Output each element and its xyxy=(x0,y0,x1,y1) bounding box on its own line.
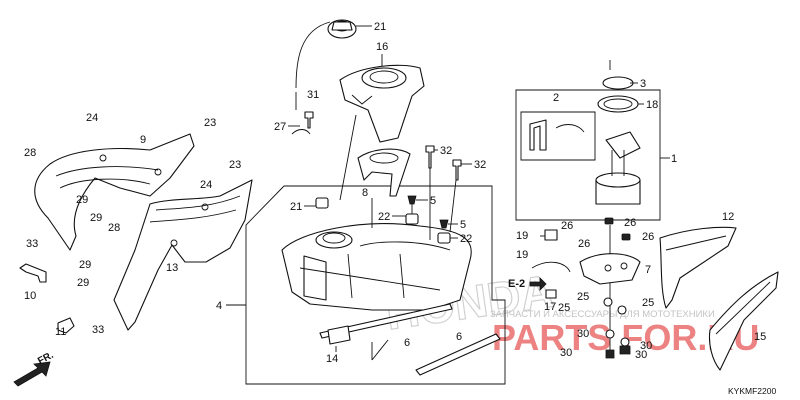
callout-29-c: 29 xyxy=(79,259,91,271)
callout-27: 27 xyxy=(274,121,286,133)
callout-25-c: 25 xyxy=(642,297,654,309)
right-panels xyxy=(659,226,779,371)
callout-1: 1 xyxy=(671,153,677,165)
callout-24-lower: 24 xyxy=(200,179,212,191)
clip xyxy=(57,317,75,334)
fuel-hose xyxy=(531,229,571,299)
callout-22-left: 21 xyxy=(290,201,302,213)
callout-19: 19 xyxy=(516,249,528,261)
tank-bracket xyxy=(357,148,411,197)
callout-33-lower: 33 xyxy=(92,324,104,336)
callout-31: 31 xyxy=(307,89,319,101)
callout-6-upper: 6 xyxy=(404,337,410,349)
fuel-tank xyxy=(281,223,472,311)
callout-30-c: 30 xyxy=(560,347,572,359)
callouts: 21 16 31 27 32 32 8 5 5 21 22 22 4 6 6 1… xyxy=(24,21,766,365)
direction-label: FR. xyxy=(36,350,56,367)
fuel-pump-assembly xyxy=(529,76,641,205)
callout-17: 17 xyxy=(544,301,556,313)
callout-22-mid: 22 xyxy=(378,211,390,223)
callout-30-d: 30 xyxy=(635,349,647,361)
callout-23-upper: 23 xyxy=(204,117,216,129)
callout-26-b: 26 xyxy=(624,217,636,229)
callout-26-a: 26 xyxy=(561,220,573,232)
reference-text: E-2 xyxy=(508,278,525,290)
callout-28-lower: 28 xyxy=(108,222,120,234)
side-cover xyxy=(113,179,253,331)
callout-25-a: 25 xyxy=(577,291,589,303)
fuel-cap-assembly xyxy=(295,19,357,89)
callout-29-a: 29 xyxy=(76,194,88,206)
callout-26-c: 26 xyxy=(578,238,590,250)
callout-11: 11 xyxy=(55,326,66,338)
front-cowl-left xyxy=(34,133,195,251)
direction-indicator: FR. xyxy=(13,350,56,387)
callout-29-b: 29 xyxy=(90,212,102,224)
callout-5-upper: 5 xyxy=(430,195,436,207)
callout-5-lower: 5 xyxy=(460,219,466,231)
callout-9: 9 xyxy=(140,134,146,146)
callout-21: 21 xyxy=(374,21,386,33)
mounts xyxy=(291,111,462,244)
callout-23-lower: 23 xyxy=(229,159,241,171)
callout-3: 3 xyxy=(640,78,646,90)
callout-6-lower: 6 xyxy=(456,331,462,343)
pump-base xyxy=(579,217,641,359)
callout-20: 19 xyxy=(516,230,528,242)
seal-pad xyxy=(327,325,351,345)
callout-15: 15 xyxy=(754,331,766,343)
tank-cover xyxy=(339,64,425,143)
callout-16: 16 xyxy=(376,41,388,53)
assembly-outlines xyxy=(226,89,670,385)
callout-33-upper: 33 xyxy=(26,238,38,250)
callout-26-d: 26 xyxy=(642,231,654,243)
callout-22-right: 22 xyxy=(460,233,472,245)
callout-13: 13 xyxy=(166,262,178,274)
assembly-lines xyxy=(295,60,611,350)
callout-29-d: 29 xyxy=(77,277,89,289)
callout-8: 8 xyxy=(362,187,368,199)
callout-32-upper: 32 xyxy=(440,145,452,157)
callout-12: 12 xyxy=(722,211,734,223)
callout-18: 18 xyxy=(646,99,658,111)
callout-4: 4 xyxy=(216,300,222,312)
callout-10: 10 xyxy=(24,290,36,302)
callout-30-b: 30 xyxy=(640,340,652,352)
reference-label: E-2 xyxy=(508,277,547,291)
callout-2: 2 xyxy=(553,92,559,104)
callout-24-upper: 24 xyxy=(86,112,98,124)
callout-28-upper: 28 xyxy=(24,147,36,159)
callout-25-b: 25 xyxy=(558,302,570,314)
callout-14: 14 xyxy=(326,353,338,365)
callout-30-a: 30 xyxy=(577,328,589,340)
callout-7: 7 xyxy=(645,264,651,276)
diagram-code: KYKMF2200 xyxy=(728,386,776,396)
tank-strips xyxy=(319,303,501,376)
watermark-caption: ЗАПЧАСТИ И АКСЕССУАРЫ ДЛЯ МОТОТЕХНИКИ xyxy=(490,309,715,320)
callout-32-lower: 32 xyxy=(474,159,486,171)
stay-bracket xyxy=(19,263,47,283)
